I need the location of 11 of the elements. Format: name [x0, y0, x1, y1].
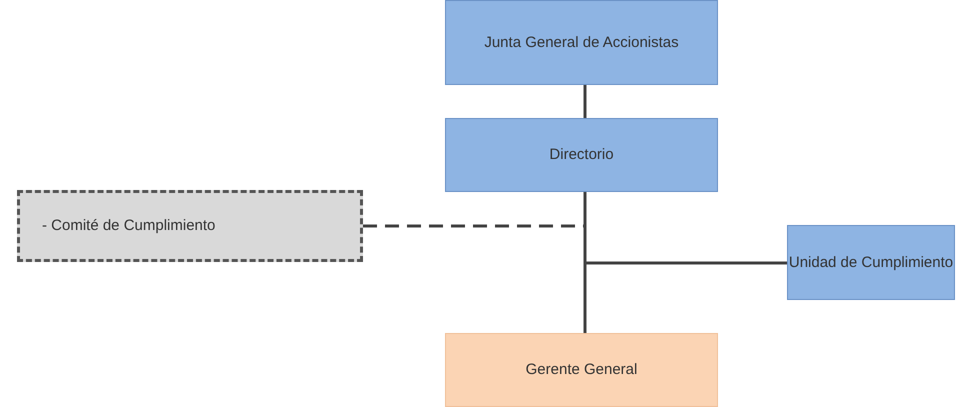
dashed-box	[17, 190, 363, 262]
box-label: Directorio	[549, 145, 614, 165]
box-label: Gerente General	[526, 360, 638, 380]
process-box	[787, 225, 955, 300]
box-label: Unidad de Cumplimiento	[788, 252, 954, 272]
box-label: Junta General de Accionistas	[484, 32, 679, 52]
process-box	[445, 0, 718, 85]
connector-line	[584, 85, 586, 118]
process-box	[445, 333, 718, 407]
box-label: - Comité de Cumplimiento	[42, 216, 216, 236]
process-box	[445, 118, 718, 192]
